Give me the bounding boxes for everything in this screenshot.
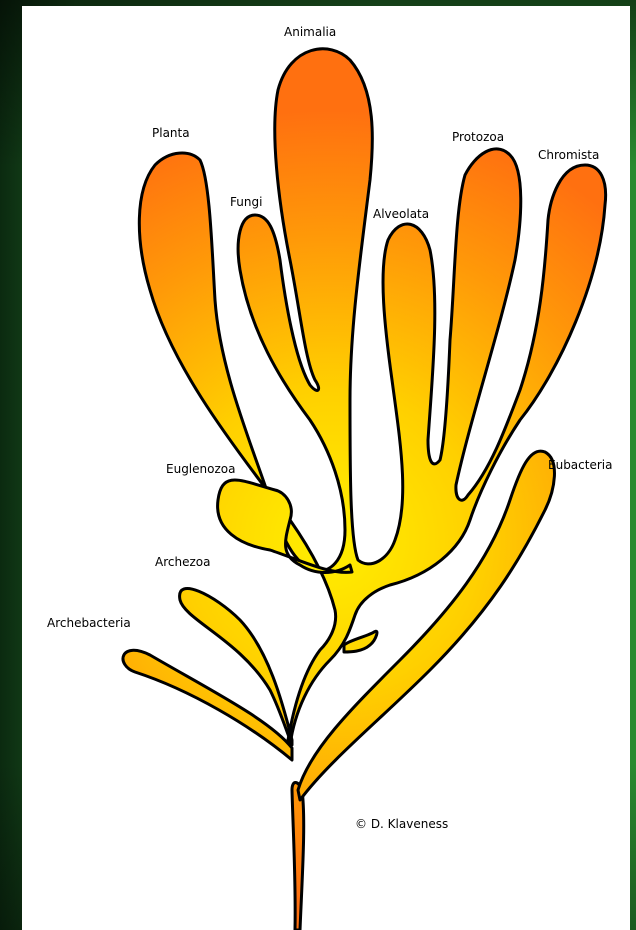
- label-protozoa: Protozoa: [452, 130, 504, 144]
- label-archezoa: Archezoa: [155, 555, 210, 569]
- label-animalia: Animalia: [284, 25, 336, 39]
- label-archebacteria: Archebacteria: [47, 616, 131, 630]
- euglenozoa-branch-shape: [218, 480, 352, 573]
- label-planta: Planta: [152, 126, 190, 140]
- copyright-credit: © D. Klaveness: [355, 817, 448, 831]
- label-fungi: Fungi: [230, 195, 262, 209]
- label-chromista: Chromista: [538, 148, 599, 162]
- label-alveolata: Alveolata: [373, 207, 429, 221]
- stem-shape: [292, 783, 304, 930]
- label-euglenozoa: Euglenozoa: [166, 462, 235, 476]
- label-eubacteria: Eubacteria: [548, 458, 612, 472]
